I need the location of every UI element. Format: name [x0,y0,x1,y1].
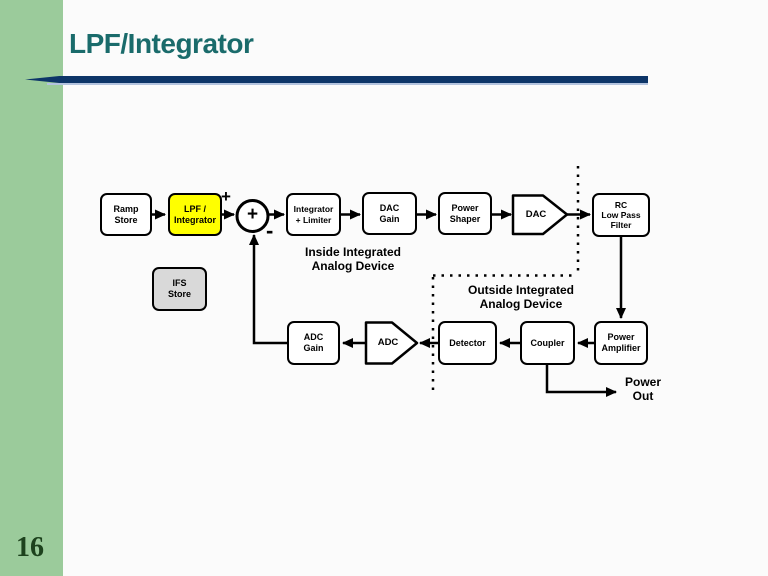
outside-device-label: Outside Integrated Analog Device [467,283,574,312]
block-adc-gain: ADC Gain [287,321,340,365]
signal-arrows [152,209,626,397]
block-adc-label: ADC [377,337,399,348]
sum-minus-input-label: - [266,218,274,243]
title-rule-shadow [47,83,648,85]
inside-device-label: Inside Integrated Analog Device [304,245,402,274]
block-power-amplifier: Power Amplifier [594,321,648,365]
dac-pentagon [511,194,569,236]
block-integrator-limiter: Integrator + Limiter [286,193,341,236]
title-rule [25,76,648,83]
block-rc-low-pass-filter: RC Low Pass Filter [592,193,650,237]
block-coupler: Coupler [520,321,575,365]
block-detector: Detector [438,321,497,365]
block-lpf-integrator: LPF / Integrator [168,193,222,236]
arrow-feedback-to-sum [249,234,287,345]
page-number: 16 [16,532,44,563]
accent-bar [0,0,63,576]
block-ramp-store: Ramp Store [100,193,152,236]
device-boundary-dotted [431,166,580,396]
sum-plus-input-label: + [221,187,231,206]
adc-pentagon [364,321,419,365]
block-dac-gain: DAC Gain [362,192,417,235]
block-power-shaper: Power Shaper [438,192,492,235]
page-title: LPF/Integrator [69,28,254,59]
power-out-label: Power Out [624,375,661,404]
block-ifs-store: IFS Store [152,267,207,311]
sum-junction-symbol: + [246,204,259,225]
sum-junction-circle [235,199,270,233]
arrow-coupler-to-powerout [545,365,617,397]
block-dac-label: DAC [525,209,547,220]
